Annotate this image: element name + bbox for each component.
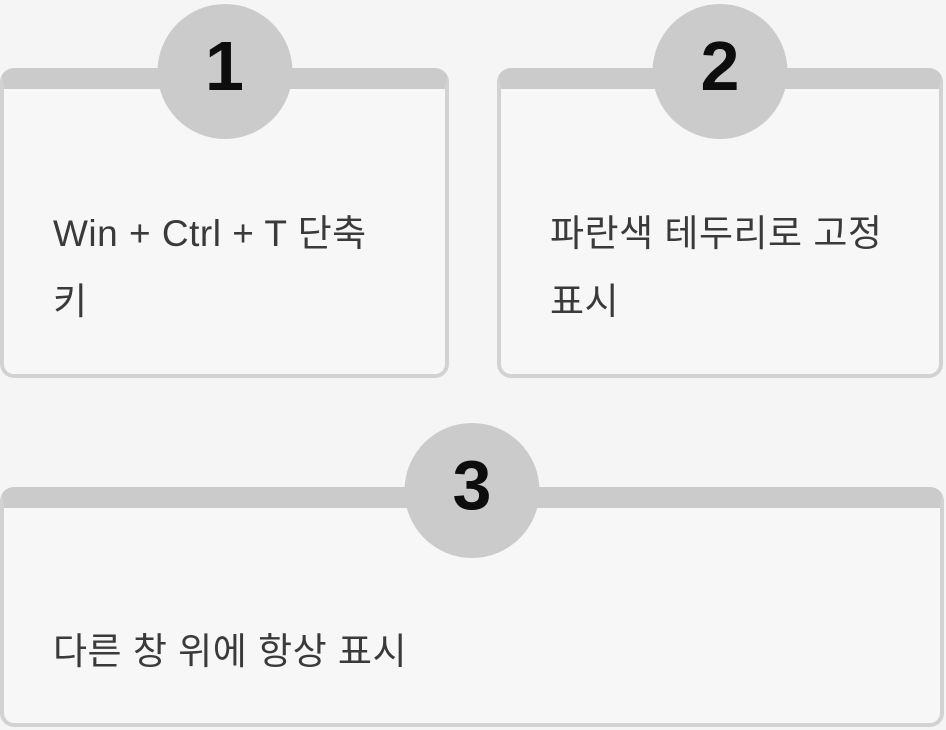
step-card-body: 다른 창 위에 항상 표시 xyxy=(4,508,940,723)
step-card-3: 3 다른 창 위에 항상 표시 xyxy=(0,423,944,727)
step-text: 파란색 테두리로 고정 표시 xyxy=(550,213,883,322)
step-text: 다른 창 위에 항상 표시 xyxy=(53,631,407,672)
step-number: 3 xyxy=(452,445,492,524)
step-text: Win + Ctrl + T 단축키 xyxy=(53,213,367,322)
step-number: 2 xyxy=(700,26,740,105)
step-number: 1 xyxy=(205,26,244,105)
step-number-badge: 1 xyxy=(157,4,292,139)
step-number-badge: 3 xyxy=(404,423,540,558)
step-card-body: 파란색 테두리로 고정 표시 xyxy=(501,89,939,374)
step-number-badge: 2 xyxy=(652,4,788,139)
step-card-body: Win + Ctrl + T 단축키 xyxy=(4,89,445,374)
step-card-2: 2 파란색 테두리로 고정 표시 xyxy=(497,4,943,378)
step-card-1: 1 Win + Ctrl + T 단축키 xyxy=(0,4,449,378)
